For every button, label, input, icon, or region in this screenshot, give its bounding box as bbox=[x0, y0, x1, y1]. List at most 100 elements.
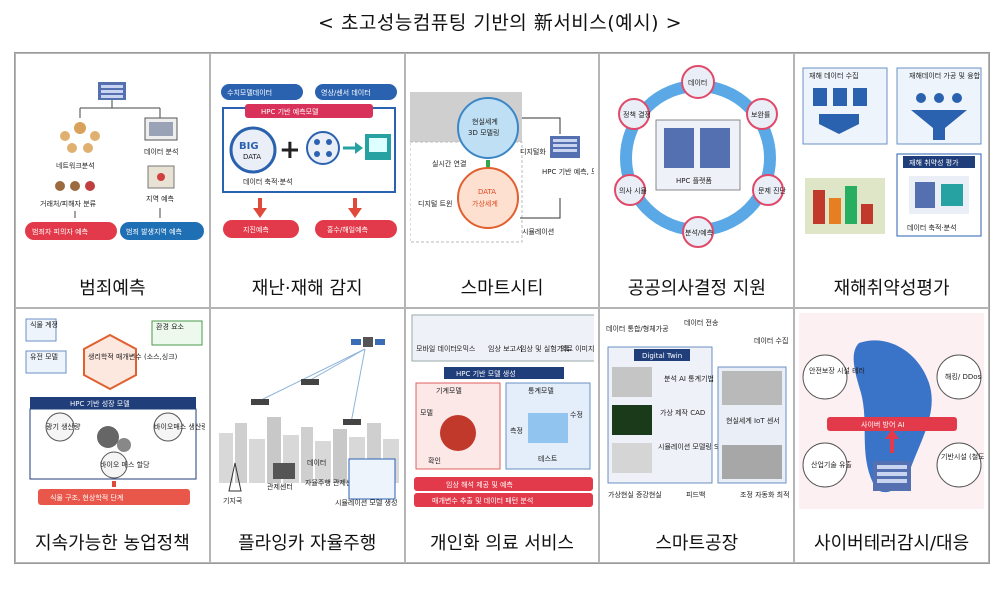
tower-icon bbox=[228, 462, 242, 492]
label-flood-prediction: 홍수/해일예측 bbox=[327, 225, 369, 234]
label-modify: 수정 bbox=[570, 410, 583, 419]
label-measure: 측정 bbox=[510, 426, 523, 435]
label-genetic-model: 유전 모델 bbox=[30, 352, 58, 361]
service-smart-factory: 데이터 통합/형체가공 데이터 전송 데이터 수집 Digital Twin 분… bbox=[599, 308, 795, 563]
label-policy-decision: 정책 결정 bbox=[623, 110, 651, 119]
label-hpc-urban-management: HPC 기반 예측, 도시관리 bbox=[542, 167, 595, 176]
criminal-prediction-pill bbox=[25, 222, 117, 240]
label-physiological-parameters: 생리학적 매개변수 (소스,싱크) bbox=[88, 352, 178, 361]
service-crime-prediction: 네트워크분석 데이터 분석 거래처/피해자 분류 지역 예측 범죄자 피의자 예… bbox=[15, 53, 210, 308]
services-grid: 네트워크분석 데이터 분석 거래처/피해자 분류 지역 예측 범죄자 피의자 예… bbox=[14, 52, 990, 564]
factory-green-scan bbox=[612, 405, 653, 435]
gears-icon bbox=[97, 426, 131, 452]
label-statistical-model: 통계모델 bbox=[528, 386, 554, 395]
caption-cyber-terror: 사이버테러감시/대응 bbox=[814, 533, 970, 554]
label-victim-classification: 거래처/피해자 분류 bbox=[40, 199, 97, 208]
label-disaster-data-collection: 재해 데이터 수집 bbox=[809, 71, 859, 80]
label-simulation-model: 시뮬레이션 모델 생성 학습 bbox=[335, 498, 400, 507]
label-data-integration: 데이터 통합/형체가공 bbox=[606, 324, 669, 333]
3d-map-icon bbox=[805, 178, 886, 234]
label-supplement: 보완률 bbox=[751, 111, 771, 119]
factory-scan-image bbox=[612, 443, 653, 473]
label-video-sensor-data: 영상/센서 데이터 bbox=[321, 88, 371, 97]
service-smart-city: 현실세계 3D 모델링 DATA 가상세계 디지털화 실시간 연결 디지털 트윈… bbox=[404, 53, 600, 308]
label-real-world-iot: 현실세계 IoT 센서 bbox=[726, 416, 780, 425]
label-virtual-production: 가상 제작 CAD bbox=[660, 408, 705, 417]
label-medical-image: 의료 이미지 bbox=[560, 344, 594, 353]
label-data-analysis-accumulation: 데이터 축적·분석 bbox=[907, 223, 957, 232]
label-region-prediction: 지역 예측 bbox=[146, 194, 175, 203]
caption-public-decision: 공공의사결정 지원 bbox=[627, 278, 766, 299]
documents-icon bbox=[813, 88, 868, 134]
page-title: < 초고성능컴퓨팅 기반의 新서비스(예시) > bbox=[317, 12, 683, 34]
service-public-decision: HPC 플랫폼 데이터 보완률 문제 진단 분석/예측 의사 시뮬 정책 결정 … bbox=[599, 53, 795, 308]
label-digital-twin: 디지털 트윈 bbox=[418, 199, 452, 208]
people-group-icon bbox=[55, 181, 95, 191]
label-analysis-ai: 분석 AI 통계기법 bbox=[664, 374, 714, 383]
label-omics: 오믹스 bbox=[456, 344, 476, 353]
label-data: DATA bbox=[478, 188, 496, 196]
label-analysis-prediction: 분석/예측 bbox=[685, 228, 714, 237]
service-disaster-vulnerability: 재해 데이터 수집 재해데이터 가공 및 융합 재해 취약성 평가 bbox=[794, 53, 989, 308]
label-cyber-defense-ai: 사이버 방어 AI bbox=[861, 420, 905, 429]
personalized-medicine-illustration: 모바일 데이터 오믹스 임상 보고서 임상 및 실험기록 의료 이미지 HPC … bbox=[410, 313, 595, 509]
label-yield: 광기 생산량 bbox=[46, 422, 81, 431]
map-icon bbox=[147, 165, 175, 189]
smart-factory-illustration: 데이터 통합/형체가공 데이터 전송 데이터 수집 Digital Twin 분… bbox=[604, 313, 789, 509]
label-environment-factor: 환경 요소 bbox=[156, 322, 185, 331]
service-flying-car: 기지국 관제센터 데이터 자율주행 관제센터 시뮬레이션 모델 생성 학습 플라… bbox=[209, 308, 405, 563]
label-earthquake-prediction: 지진예측 bbox=[243, 225, 269, 234]
label-control-center: 관제센터 bbox=[267, 482, 293, 491]
label-vulnerability-assessment: 재해 취약성 평가 bbox=[909, 158, 959, 167]
satellite-icon bbox=[350, 337, 385, 347]
crime-prediction-illustration: 네트워크분석 데이터 분석 거래처/피해자 분류 지역 예측 범죄자 피의자 예… bbox=[20, 58, 205, 254]
smart-city-illustration: 현실세계 3D 모델링 DATA 가상세계 디지털화 실시간 연결 디지털 트윈… bbox=[409, 58, 595, 254]
label-criminal-prediction: 범죄자 피의자 예측 bbox=[32, 227, 89, 236]
label-digital-twin-box: Digital Twin bbox=[642, 352, 682, 360]
label-feedback: 피드백 bbox=[686, 490, 705, 499]
label-tech-leak: 산업기술 유출 bbox=[811, 460, 852, 469]
label-hpc-prediction-model: HPC 기반 예측모델 bbox=[261, 107, 318, 116]
label-machine-model: 기계모델 bbox=[436, 386, 462, 395]
label-data-accumulation: 데이터 축적·분석 bbox=[243, 177, 293, 186]
network-people-icon bbox=[60, 122, 100, 153]
label-network-analysis: 네트워크분석 bbox=[56, 161, 95, 170]
label-hpc-platform: HPC 플랫폼 bbox=[676, 176, 712, 185]
label-clinical-report: 임상 보고서 bbox=[488, 344, 522, 353]
label-base-station: 기지국 bbox=[223, 496, 243, 505]
big-data-icon: BIG DATA bbox=[229, 126, 277, 174]
label-model: 모델 bbox=[420, 409, 433, 417]
label-simulation-modeling: 시뮬레이션 모델링 SW bbox=[658, 442, 725, 451]
label-hacking-ddos: 해킹/ DDos bbox=[945, 372, 982, 381]
factory-photo-2 bbox=[722, 445, 783, 479]
label-digitalization: 디지털화 bbox=[520, 147, 546, 156]
label-plant-structure: 식물 구조, 현상학적 단계 bbox=[50, 493, 123, 502]
label-confirm: 확인 bbox=[428, 456, 441, 465]
caption-crime-prediction: 범죄예측 bbox=[79, 278, 146, 299]
funnel-icon bbox=[911, 93, 968, 140]
label-biomass-allocation: 바이오 매스 할당 bbox=[100, 460, 150, 469]
label-crime-area-prediction: 범죄 발생지역 예측 bbox=[126, 227, 183, 236]
caption-smart-factory: 스마트공장 bbox=[655, 533, 739, 554]
label-3d-modeling: 3D 모델링 bbox=[468, 129, 499, 137]
caption-flying-car: 플라잉카 자율주행 bbox=[238, 533, 377, 554]
server-icon bbox=[98, 82, 126, 100]
service-personalized-medicine: 모바일 데이터 오믹스 임상 보고서 임상 및 실험기록 의료 이미지 HPC … bbox=[404, 308, 600, 563]
flying-car-illustration: 기지국 관제센터 데이터 자율주행 관제센터 시뮬레이션 모델 생성 학습 bbox=[215, 313, 400, 509]
heart-icon bbox=[439, 415, 476, 451]
label-hpc-model-generation: HPC 기반 모델 생성 bbox=[456, 369, 516, 378]
agriculture-illustration: 식물 계정 유전 모델 환경 요소 생리학적 매개변수 (소스,싱크) HPC … bbox=[20, 313, 205, 509]
service-sustainable-agriculture: 식물 계정 유전 모델 환경 요소 생리학적 매개변수 (소스,싱크) HPC … bbox=[15, 308, 210, 563]
label-decision-sim: 의사 시뮬 bbox=[619, 186, 648, 195]
label-data-analysis: 데이터 분석 bbox=[144, 147, 178, 156]
svg-text:BIG: BIG bbox=[239, 141, 259, 152]
label-diagnosis: 문제 진단 bbox=[758, 186, 787, 195]
plus-icon: + bbox=[279, 135, 301, 165]
disaster-vulnerability-illustration: 재해 데이터 수집 재해데이터 가공 및 융합 재해 취약성 평가 bbox=[799, 58, 984, 254]
factory-render-image bbox=[612, 367, 653, 397]
caption-smart-city: 스마트시티 bbox=[460, 278, 544, 299]
label-virtual-augmented: 가상현실 증강현실 bbox=[608, 490, 662, 499]
label-autonomous-control: 자율주행 관제센터 bbox=[305, 478, 359, 487]
label-clinical-records: 임상 및 실험기록 bbox=[520, 344, 570, 353]
label-realtime-connection: 실시간 연결 bbox=[432, 159, 466, 168]
